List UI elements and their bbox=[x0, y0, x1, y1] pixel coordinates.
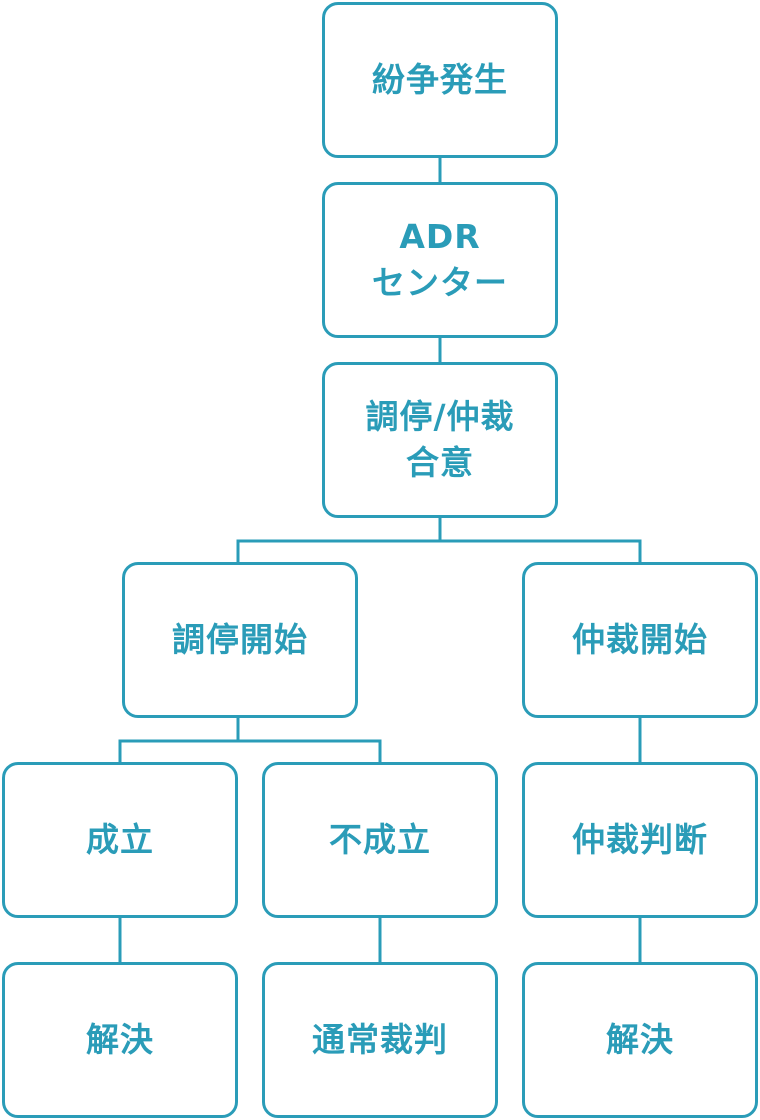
connector-mediation-failure bbox=[236, 739, 382, 764]
node-failure: 不成立 bbox=[262, 762, 498, 918]
node-resolution-left: 解決 bbox=[2, 962, 238, 1118]
node-arbitration-award: 仲裁判断 bbox=[522, 762, 758, 918]
node-arbitration-start: 仲裁開始 bbox=[522, 562, 758, 718]
node-failure-label: 不成立 bbox=[329, 820, 431, 859]
node-mediation-start: 調停開始 bbox=[122, 562, 358, 718]
node-agreement-label: 調停/仲裁 合意 bbox=[365, 397, 515, 482]
node-resolution-right: 解決 bbox=[522, 962, 758, 1118]
node-mediation-start-label: 調停開始 bbox=[172, 620, 308, 659]
node-court-label: 通常裁判 bbox=[312, 1020, 448, 1059]
node-success: 成立 bbox=[2, 762, 238, 918]
node-resolution-right-label: 解決 bbox=[606, 1020, 674, 1059]
node-dispute: 紛争発生 bbox=[322, 2, 558, 158]
node-agreement: 調停/仲裁 合意 bbox=[322, 362, 558, 518]
connector-agreement-arbitration bbox=[438, 539, 642, 564]
node-success-label: 成立 bbox=[86, 820, 154, 859]
node-adr-center: ADR センター bbox=[322, 182, 558, 338]
node-arbitration-start-label: 仲裁開始 bbox=[572, 620, 708, 659]
node-arbitration-award-label: 仲裁判断 bbox=[572, 820, 708, 859]
connector-agreement-branch bbox=[236, 516, 442, 564]
node-dispute-label: 紛争発生 bbox=[372, 60, 508, 99]
connector-mediation-branch bbox=[118, 716, 240, 764]
node-court: 通常裁判 bbox=[262, 962, 498, 1118]
node-resolution-left-label: 解決 bbox=[86, 1020, 154, 1059]
node-adr-center-label: ADR センター bbox=[372, 217, 508, 302]
